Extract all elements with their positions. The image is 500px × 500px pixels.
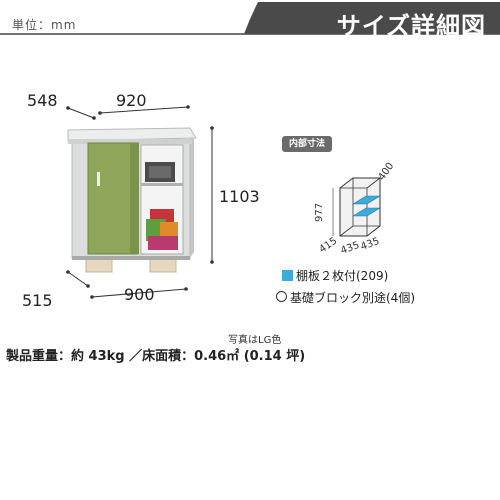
interior-height-value: 977 xyxy=(314,203,325,222)
dim-height: 1103 xyxy=(210,126,260,264)
unit-label: 単位：mm xyxy=(12,18,77,32)
roof-depth-value: 548 xyxy=(27,91,58,110)
circle-icon xyxy=(276,291,287,302)
interior-width-right-value: 435 xyxy=(359,236,381,253)
interior-diagram: 977 400 415 435 435 xyxy=(314,161,396,257)
product-specs: 製品重量：約 43kg ／床面積：0.46㎡ (0.14 坪) xyxy=(6,349,306,364)
shelf-lower xyxy=(351,207,382,217)
dim-roof-depth: 548 xyxy=(27,91,96,120)
roof-width-value: 920 xyxy=(116,91,147,110)
interior-dimensions-badge: 内部寸法 xyxy=(282,136,332,152)
dim-roof-width: 920 xyxy=(98,91,190,115)
shelf-upper xyxy=(351,195,382,205)
interior-depth-side-value: 415 xyxy=(317,235,339,255)
shelf-note-text: 棚板２枚付(209) xyxy=(296,269,389,283)
interior-depth-top-value: 400 xyxy=(376,161,396,183)
header-background xyxy=(0,2,500,35)
interior-width-left-value: 435 xyxy=(339,240,361,257)
size-diagram: 548 920 1103 515 900 xyxy=(22,91,396,310)
dim-base-depth: 515 xyxy=(22,270,90,310)
base-depth-value: 515 xyxy=(22,291,53,310)
header-bar: 単位：mm サイズ詳細図 xyxy=(0,2,500,40)
block-note-text: 基礎ブロック別途(4個) xyxy=(290,291,415,305)
storage-shed-illustration xyxy=(67,127,197,273)
blue-square-icon xyxy=(282,270,293,281)
dim-base-width: 900 xyxy=(90,285,188,304)
block-note: 基礎ブロック別途(4個) xyxy=(276,289,415,306)
shelf-note: 棚板２枚付(209) xyxy=(282,267,388,284)
page-title: サイズ詳細図 xyxy=(336,12,486,40)
height-value: 1103 xyxy=(219,187,260,206)
photo-color-note: 写真はLG色 xyxy=(228,335,282,346)
base-width-value: 900 xyxy=(124,285,155,304)
